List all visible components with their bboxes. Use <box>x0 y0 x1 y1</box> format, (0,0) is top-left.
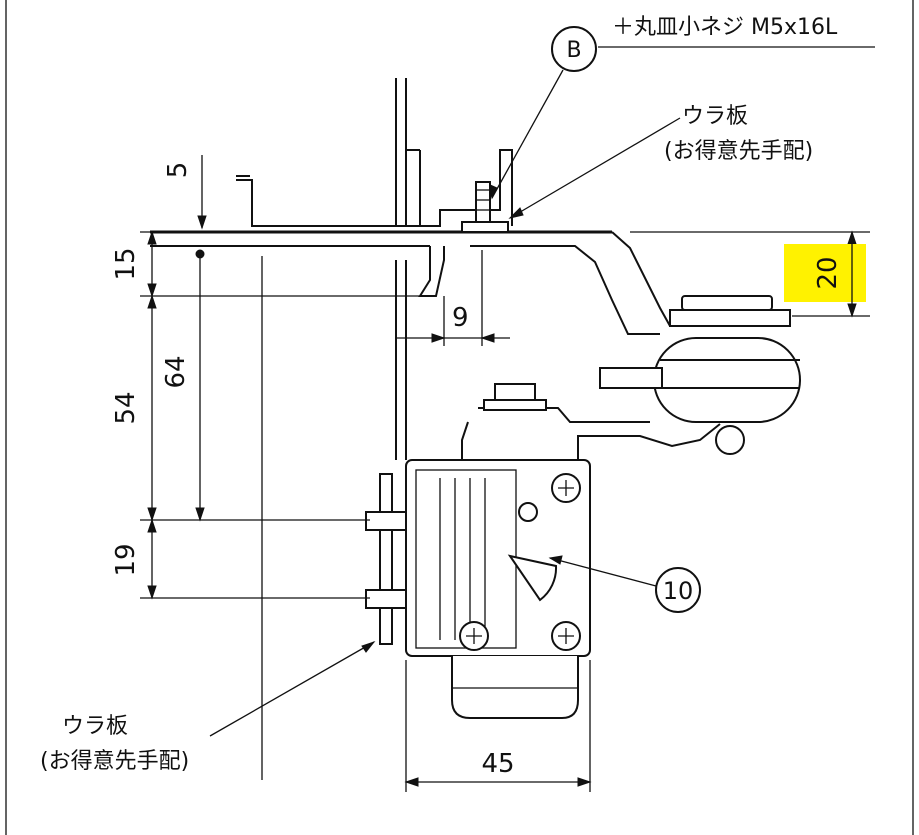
dim-54: 54 <box>111 294 157 522</box>
callout-10-group: 10 <box>548 555 701 613</box>
mounting-screws <box>365 473 407 645</box>
dim-5-text: 5 <box>163 162 193 179</box>
dim-54-text: 54 <box>111 391 141 424</box>
callout-b-circle <box>551 26 597 72</box>
dim-64-text: 64 <box>161 355 191 388</box>
dim-9-text: 9 <box>452 303 469 333</box>
dim-9: 9 <box>396 250 510 346</box>
bolt-b <box>461 181 509 233</box>
dim-20-text: 20 <box>813 256 843 289</box>
dim-45-text: 45 <box>481 749 514 779</box>
dim-64: 64 <box>161 249 205 522</box>
back-plate-top-line1: ウラ板 <box>682 104 748 129</box>
back-plate-bottom-label: ウラ板 (お得意先手配) <box>40 640 376 774</box>
back-plate-top-label: ウラ板 (お得意先手配) <box>508 104 813 219</box>
dim-15-text: 15 <box>111 247 141 280</box>
callout-10: 10 <box>663 577 694 605</box>
callout-10-circle <box>655 567 701 613</box>
dim-19-text: 19 <box>111 543 141 576</box>
back-plate-bottom-line1: ウラ板 <box>62 714 128 739</box>
dim-45: 45 <box>404 660 592 792</box>
back-plate-top-line2: (お得意先手配) <box>664 139 813 164</box>
dim-5: 5 <box>163 155 207 230</box>
vertical-frame <box>395 78 421 460</box>
limit-switch <box>405 459 591 719</box>
callout-b: B <box>566 38 581 63</box>
dim-19: 19 <box>111 518 157 600</box>
dim-20: 20 <box>630 230 870 318</box>
dim-15: 15 <box>111 230 157 298</box>
back-plate-bottom-line2: (お得意先手配) <box>40 749 189 774</box>
roller-assembly <box>461 295 801 461</box>
screw-note-group: ＋丸皿小ネジ M5x16L B <box>487 15 875 200</box>
screw-note: ＋丸皿小ネジ M5x16L <box>612 15 838 40</box>
